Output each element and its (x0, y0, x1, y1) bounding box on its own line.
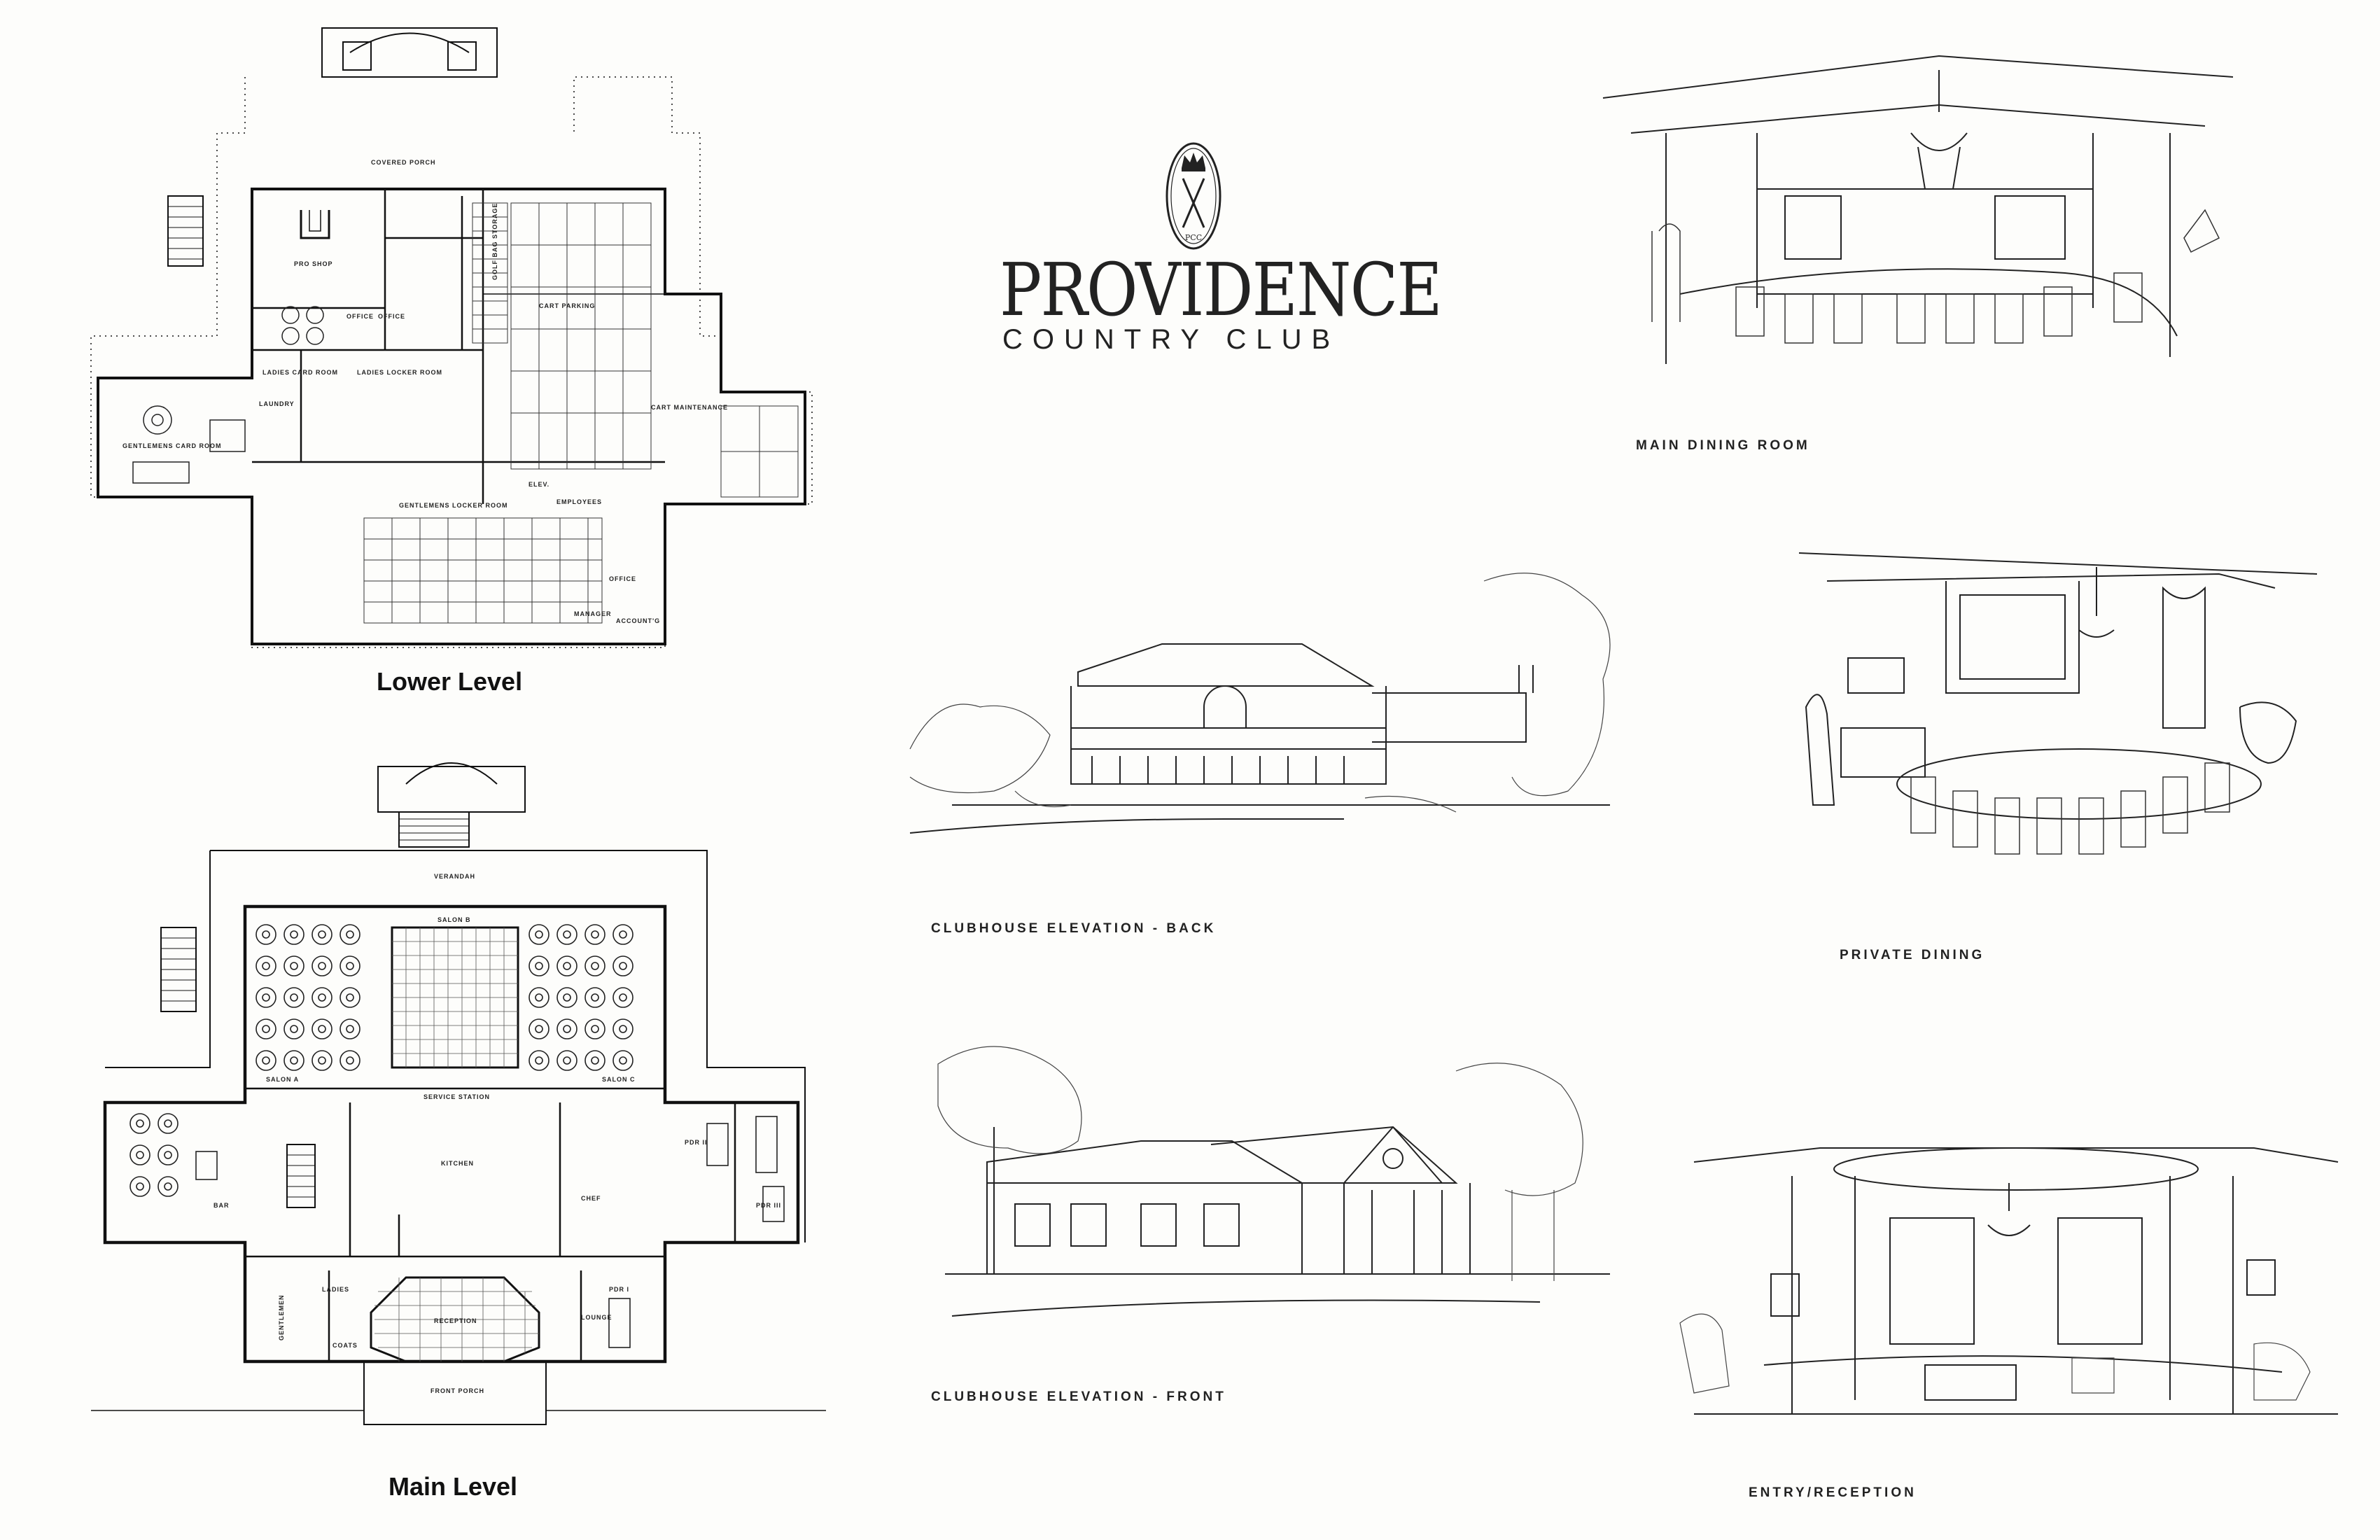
private-dining-sketch (1798, 552, 2318, 855)
office-1-label: OFFICE (346, 313, 374, 320)
clubhouse-front-elevation-sketch (937, 1046, 1610, 1317)
bar-label: BAR (214, 1202, 230, 1209)
gentlemens-locker-room-label: GENTLEMENS LOCKER ROOM (399, 502, 508, 509)
cart-maintenance-label: CART MAINTENANCE (651, 404, 728, 411)
club-name-title: PROVIDENCE (1000, 247, 1443, 332)
office-2-label: OFFICE (378, 313, 405, 320)
pdr-i-label: PDR I (609, 1286, 629, 1293)
accounting-label: ACCOUNT'G (616, 617, 660, 624)
main-level-floor-plan: VERANDAH SALON B SALON A SALON C SERVICE… (91, 762, 826, 1425)
salon-b-label: SALON B (438, 916, 471, 923)
ladies-locker-room-label: LADIES LOCKER ROOM (357, 369, 442, 376)
emblem-letters: PCC (1185, 233, 1202, 242)
laundry-label: LAUNDRY (259, 400, 295, 407)
kitchen-label: KITCHEN (441, 1160, 474, 1167)
lower-level-floor-plan: COVERED PORCH PRO SHOP OFFICE OFFICE CAR… (90, 27, 813, 648)
service-station-label: SERVICE STATION (424, 1093, 490, 1100)
main-dining-room-sketch (1602, 55, 2234, 364)
club-emblem-icon: PCC (1166, 142, 1222, 250)
clubhouse-front-caption: CLUBHOUSE ELEVATION - FRONT (931, 1390, 1226, 1404)
ladies-label: LADIES (322, 1286, 349, 1293)
pro-shop-label: PRO SHOP (294, 260, 333, 267)
reception-label: RECEPTION (434, 1317, 477, 1324)
lounge-label: LOUNGE (581, 1314, 612, 1321)
gentlemen-label: GENTLEMEN (278, 1294, 285, 1340)
entry-reception-caption: ENTRY/RECEPTION (1749, 1485, 1917, 1500)
pdr-iii-label: PDR III (756, 1202, 781, 1209)
salon-a-label: SALON A (266, 1076, 299, 1083)
clubhouse-back-caption: CLUBHOUSE ELEVATION - BACK (931, 921, 1217, 936)
verandah-label: VERANDAH (434, 873, 475, 880)
club-name-subtitle: COUNTRY CLUB (1002, 324, 1340, 355)
clubhouse-back-elevation-sketch (909, 573, 1611, 834)
lower-covered-porch-label: COVERED PORCH (371, 159, 436, 166)
lower-office-label: OFFICE (609, 575, 636, 582)
coats-label: COATS (332, 1342, 358, 1349)
front-porch-label: FRONT PORCH (430, 1387, 484, 1394)
employees-label: EMPLOYEES (556, 498, 602, 505)
private-dining-caption: PRIVATE DINING (1840, 948, 1985, 962)
salon-c-label: SALON C (602, 1076, 636, 1083)
elevator-label: ELEV. (528, 481, 550, 488)
cart-parking-label: CART PARKING (539, 302, 595, 309)
main-dining-room-caption: MAIN DINING ROOM (1636, 438, 1810, 453)
entry-reception-sketch (1679, 1147, 2339, 1415)
chef-label: CHEF (581, 1195, 601, 1202)
golf-bag-storage-label: GOLF BAG STORAGE (491, 203, 498, 280)
manager-label: MANAGER (574, 610, 612, 617)
ladies-card-room-label: LADIES CARD ROOM (262, 369, 338, 376)
main-level-title: Main Level (388, 1472, 518, 1501)
lower-level-title: Lower Level (377, 667, 523, 696)
pdr-ii-label: PDR II (685, 1139, 708, 1146)
gentlemens-card-room-label: GENTLEMENS CARD ROOM (122, 442, 222, 449)
